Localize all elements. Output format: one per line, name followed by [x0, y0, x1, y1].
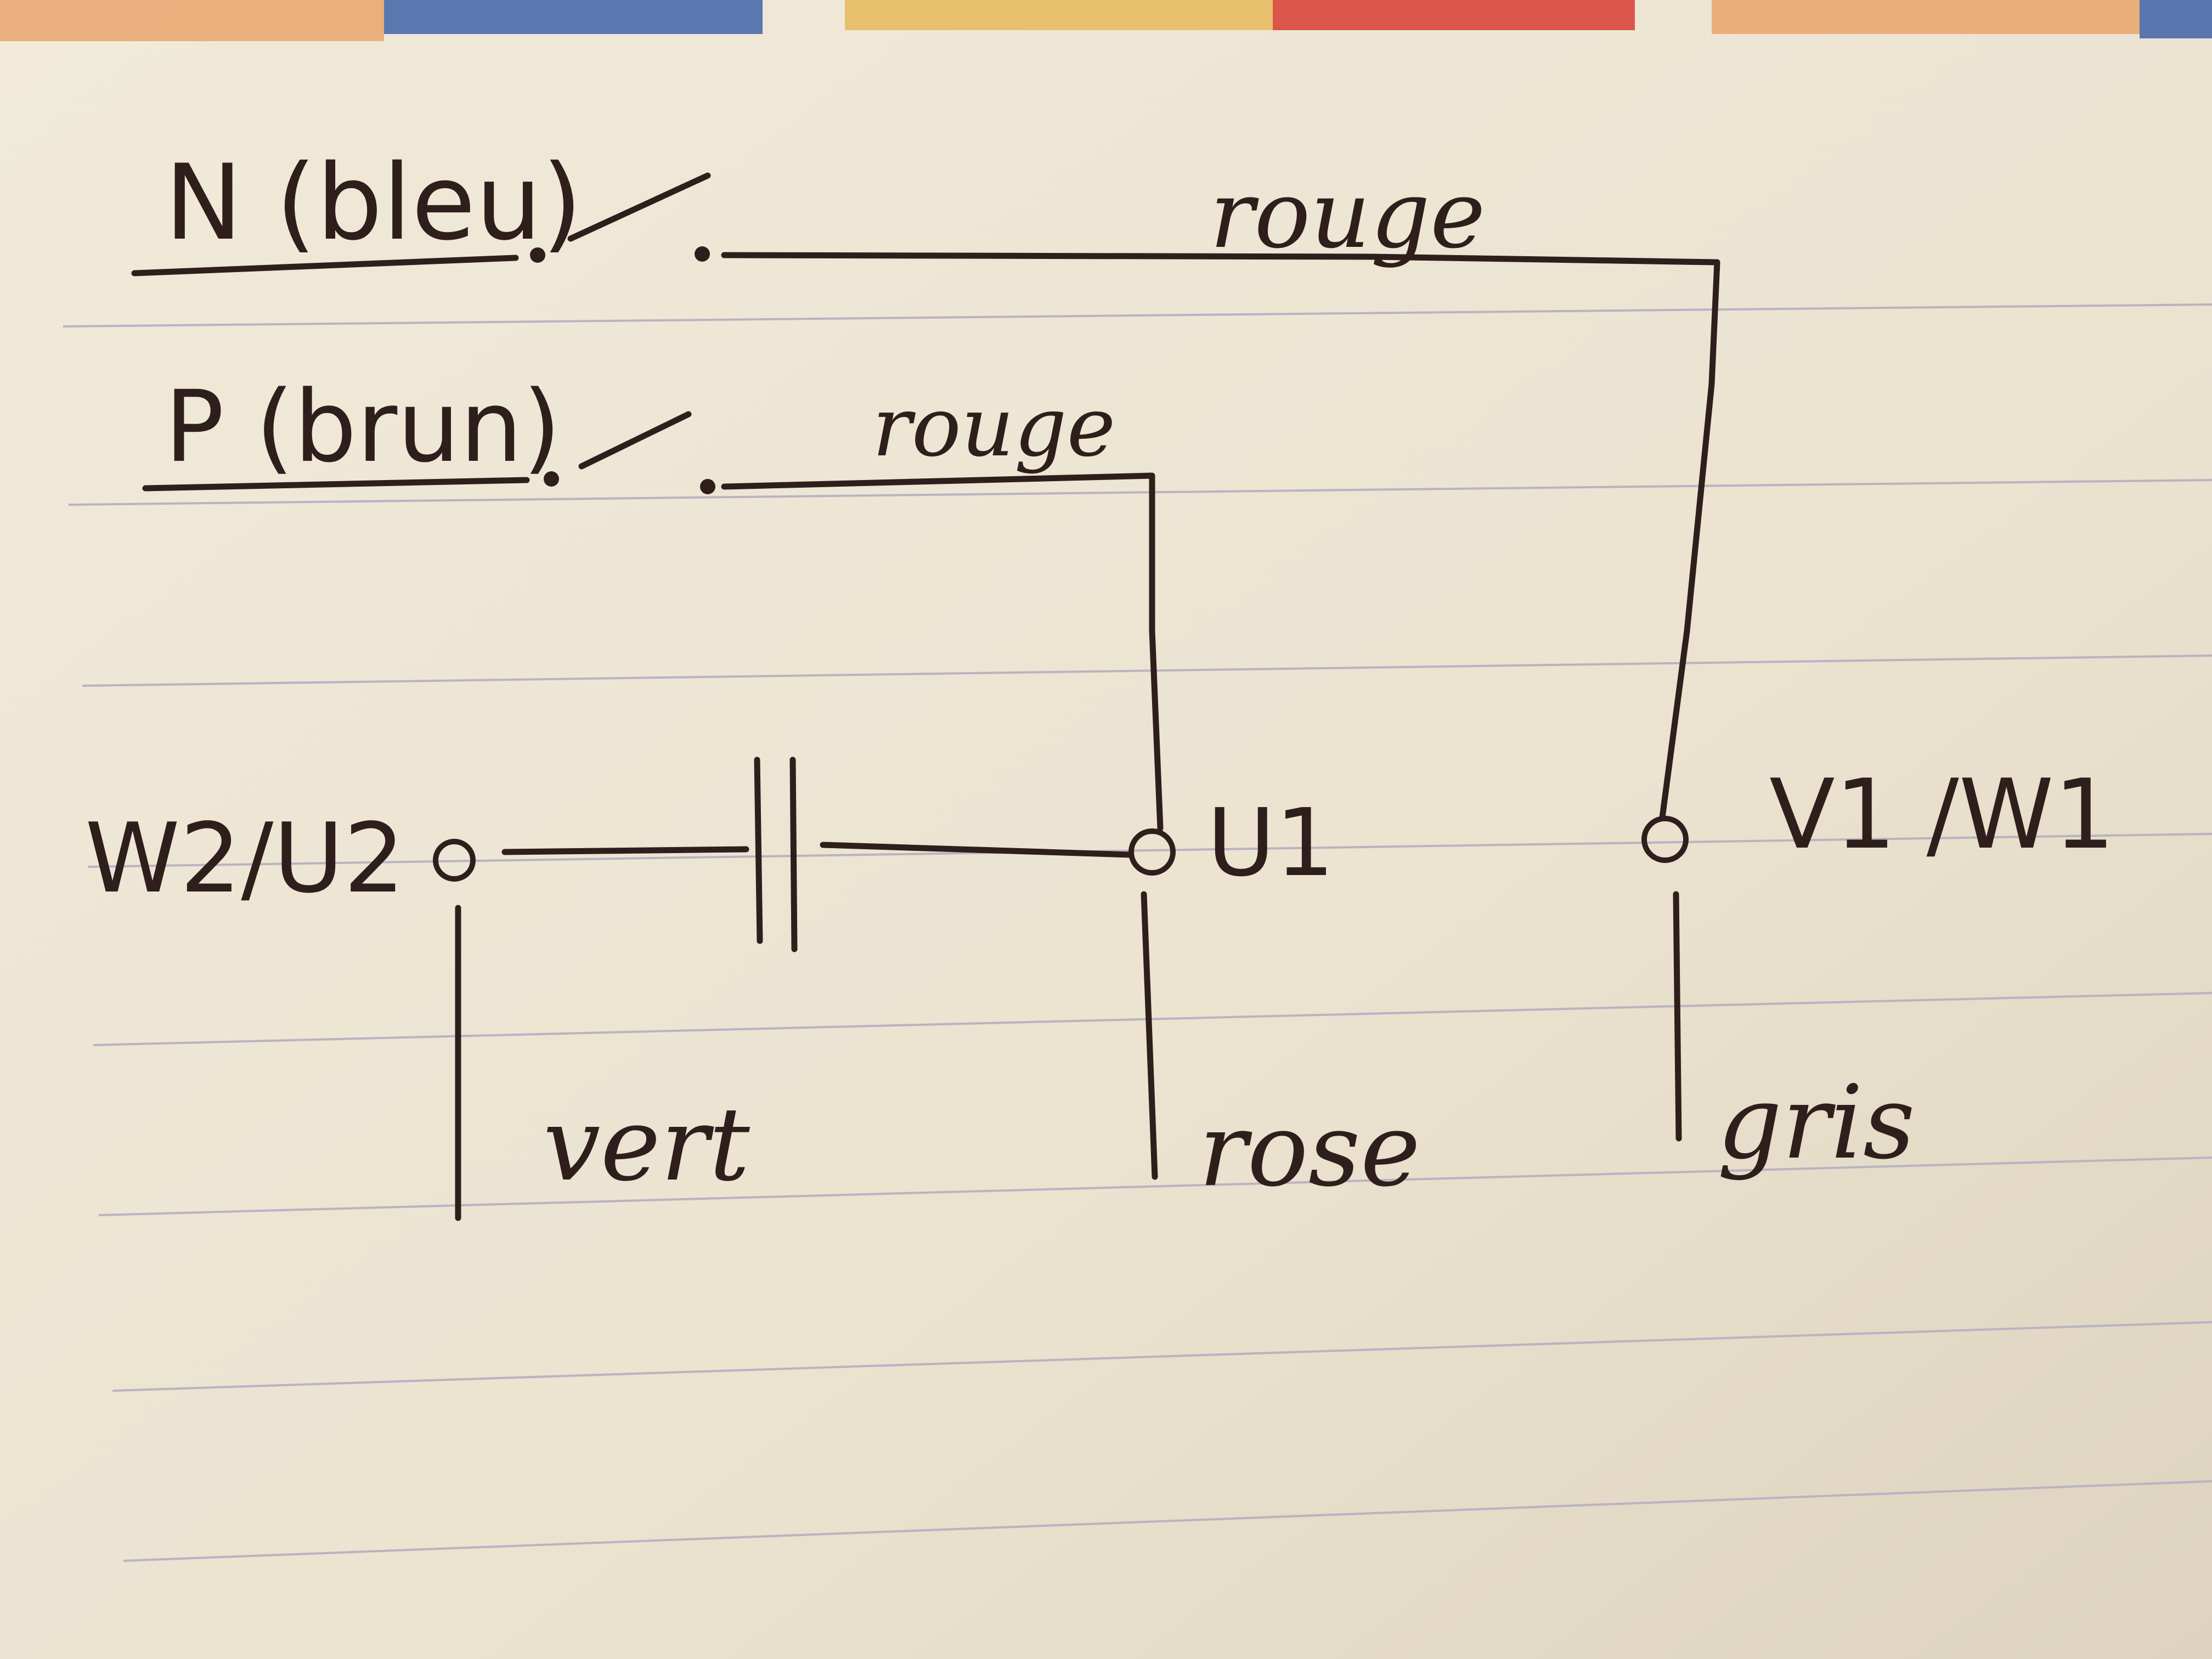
label-w2-u2: W2/U2: [85, 803, 405, 915]
wire-rose: [1141, 891, 1158, 1180]
p-switch-contact: [700, 479, 715, 494]
capacitor-plate-left: [754, 757, 763, 944]
label-v1-w1: V1 /W1: [1769, 759, 2115, 871]
n-switch-blade: [567, 172, 711, 242]
n-switch-pivot: [530, 247, 545, 263]
label-p-brun: P (brun): [165, 370, 561, 484]
p-switch-pivot: [544, 471, 559, 487]
notebook-edge-stripes: [0, 0, 2212, 41]
terminal-u1: [1128, 828, 1176, 876]
label-rouge-n: rouge: [1210, 161, 1486, 269]
p-switch-blade: [578, 411, 692, 470]
label-u1: U1: [1207, 789, 1335, 898]
capacitor-lead-right: [820, 842, 1133, 858]
n-switch-contact: [695, 246, 710, 262]
label-vert: vert: [543, 1085, 750, 1204]
label-n-bleu: N (bleu): [165, 142, 582, 263]
ruled-lines: [63, 303, 2212, 1562]
capacitor-plate-right: [789, 757, 798, 952]
label-rouge-p: rouge: [872, 380, 1115, 475]
n-line: [131, 255, 519, 276]
label-gris: gris: [1717, 1063, 1915, 1182]
terminal-v1-w1: [1641, 816, 1689, 863]
n-output-wire: [721, 252, 1720, 821]
p-line: [142, 477, 530, 492]
capacitor-lead-left: [501, 846, 749, 855]
label-rose: rose: [1199, 1091, 1420, 1209]
p-output-wire: [721, 472, 1164, 832]
wire-gris: [1673, 891, 1682, 1142]
terminal-w2-u2: [433, 839, 476, 882]
